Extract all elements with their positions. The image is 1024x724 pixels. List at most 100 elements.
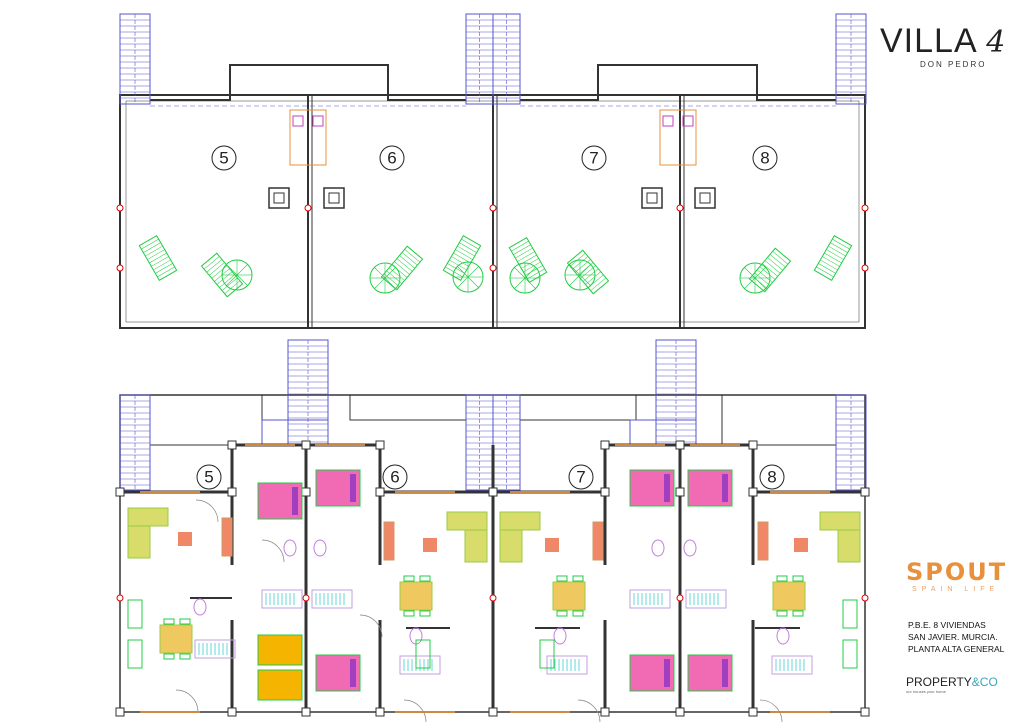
skylight	[323, 187, 345, 209]
lounger-slat	[449, 259, 467, 271]
structural-column	[675, 487, 685, 497]
chair	[556, 575, 568, 582]
solar-panel-frame	[289, 109, 327, 166]
skylight-inner	[328, 192, 340, 204]
door-swing	[759, 699, 783, 723]
downpipe-icon	[302, 594, 310, 602]
drain-icon	[676, 204, 684, 212]
coffee-table	[545, 538, 559, 552]
lounger-slat	[399, 255, 415, 269]
lounger-slat	[824, 252, 842, 264]
lounger-slat	[459, 242, 477, 253]
description-line: PLANTA ALTA GENERAL	[908, 644, 1005, 654]
sofa-icon	[499, 511, 541, 563]
umbrella-rib	[579, 274, 591, 286]
description-line: P.B.E. 8 VIVIENDAS	[908, 620, 986, 630]
umbrella-rib	[569, 274, 581, 286]
umbrella-rib	[384, 277, 396, 289]
dining-table	[399, 581, 433, 611]
drain-icon	[489, 264, 497, 272]
umbrella-rib	[754, 267, 766, 279]
lounger-slat	[453, 252, 471, 264]
property-brand-suffix: &CO	[971, 675, 998, 689]
chair	[792, 610, 804, 617]
door-swing	[261, 539, 285, 563]
door-swing	[577, 699, 601, 723]
chair	[403, 575, 415, 582]
unit-number-label: 6	[390, 468, 399, 487]
vent-icon	[662, 115, 674, 127]
unit-number-label: 5	[219, 149, 228, 168]
lounger-slat	[820, 259, 838, 271]
lounger-slat	[455, 249, 473, 260]
tv-unit	[221, 517, 233, 557]
chair	[403, 610, 415, 617]
chair	[792, 575, 804, 582]
vent-icon	[682, 115, 694, 127]
single-bed	[257, 669, 303, 701]
skylight	[694, 187, 716, 209]
terrace-stair	[465, 394, 494, 491]
structural-column	[600, 487, 610, 497]
solar-panel-frame	[659, 109, 697, 166]
bathtub	[685, 589, 727, 609]
lounger-slat	[826, 249, 844, 260]
logo-subtitle: DON PEDRO	[920, 60, 987, 69]
roof-upper-edge	[520, 64, 836, 101]
lounger-slat	[515, 247, 533, 259]
pillow	[722, 659, 728, 687]
lounger-slat	[389, 267, 405, 281]
unit-number-circle	[759, 464, 785, 490]
structural-column	[227, 707, 237, 717]
roof-stair	[465, 13, 494, 105]
lounger-slat	[221, 277, 238, 291]
washbasin-icon	[313, 539, 327, 557]
lounger-slat	[451, 256, 469, 267]
structural-column	[860, 707, 870, 717]
umbrella-rib	[226, 274, 238, 286]
washbasin-icon	[283, 539, 297, 557]
lounger-slat	[216, 271, 233, 285]
coffee-table	[794, 538, 808, 552]
pillow	[664, 659, 670, 687]
sofa-icon	[127, 507, 169, 559]
umbrella-rib	[569, 264, 581, 276]
downpipe-icon	[676, 594, 684, 602]
lounger-slat	[394, 261, 410, 275]
coffee-table	[423, 538, 437, 552]
umbrella-rib	[457, 266, 469, 278]
lounger-slat	[822, 256, 840, 267]
terrace-stair	[835, 394, 867, 491]
bathtub	[771, 655, 813, 675]
unit-number-circle	[211, 145, 237, 171]
washbasin-icon	[683, 539, 697, 557]
door-swing	[403, 699, 427, 723]
umbrella-rib	[514, 267, 526, 279]
sun-lounger-icon	[442, 234, 482, 282]
lounger-slat	[767, 257, 783, 271]
chair	[572, 575, 584, 582]
main-stair	[655, 339, 697, 446]
terrace-edge	[697, 394, 837, 446]
lounger-slat	[816, 266, 834, 278]
pillow	[722, 474, 728, 502]
lounger-slat	[762, 263, 778, 277]
umbrella-rib	[744, 277, 756, 289]
sofa-arm	[499, 511, 541, 531]
main-stair	[287, 339, 329, 446]
kitchen-counter	[842, 599, 858, 629]
lounger-slat	[219, 274, 235, 288]
pillow	[350, 474, 356, 502]
dining-table	[159, 624, 193, 654]
lounger-slat	[754, 272, 771, 286]
bathtub	[399, 655, 441, 675]
washbasin-icon	[651, 539, 665, 557]
washbasin-icon	[776, 627, 790, 645]
door-swing	[175, 689, 199, 713]
chair	[163, 618, 175, 625]
lounger-slat	[527, 268, 545, 280]
lounger-slat	[517, 251, 535, 262]
skylight-inner	[646, 192, 658, 204]
structural-column	[488, 707, 498, 717]
